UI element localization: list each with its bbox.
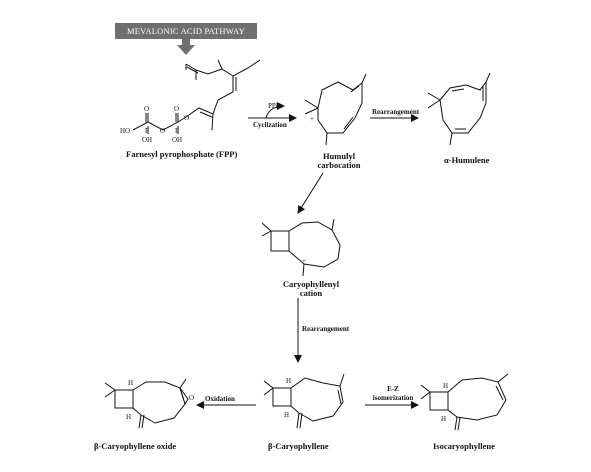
cation-plus: + [302, 257, 306, 265]
caryophyllene-oxide-label: β-Caryophyllene oxide [94, 441, 177, 451]
atom-h-2: H [284, 411, 289, 419]
atom-oh-2: OH [172, 136, 182, 144]
fpp-structure [132, 59, 261, 134]
banner-arrow-icon [177, 39, 195, 55]
humulyl-carbocation-structure [304, 73, 367, 146]
atom-p-1: P [145, 127, 149, 135]
atom-o-bridge: O [160, 127, 165, 135]
atom-h-1: H [286, 377, 291, 385]
rearrangement-top-label: Rearrangement [372, 108, 420, 116]
beta-caryophyllene-structure [263, 373, 345, 429]
atom-oh-1: OH [142, 136, 152, 144]
alpha-humulene-structure [427, 72, 491, 146]
ppi-label: PPi [268, 102, 278, 110]
atom-o-epoxide: O [189, 394, 194, 402]
cyclization-to-caryophyllenyl-arrow [297, 172, 324, 214]
caryophyllenyl-label-line1: Caryophyllenyl [282, 279, 340, 289]
atom-h-6: H [441, 415, 446, 423]
isocaryophyllene-structure [420, 373, 509, 431]
atom-o-top-2: O [174, 105, 179, 113]
caryophyllene-oxide-structure [104, 378, 189, 429]
ez-label-line2: isomerization [372, 394, 414, 402]
cyclization-label: Cyclization [253, 121, 287, 129]
mevalonic-pathway-banner: MEVALONIC ACID PATHWAY [115, 23, 257, 39]
alpha-humulene-label: α-Humulene [444, 155, 490, 165]
atom-p-2: P [175, 127, 179, 135]
atom-h-5: H [443, 382, 448, 390]
humulyl-label-line1: Humulyl [322, 151, 356, 161]
atom-o-top-1: O [144, 105, 149, 113]
ppi-release-arrow [265, 102, 285, 119]
atom-h-4: H [126, 413, 131, 421]
beta-caryophyllene-label: β-Caryophyllene [268, 441, 329, 451]
oxidation-label: Oxidation [205, 395, 235, 403]
ez-label-line1: E-Z [387, 385, 399, 393]
rearrangement-mid-label: Rearrangement [302, 325, 350, 333]
isocaryophyllene-label: Isocaryophyllene [433, 441, 495, 451]
fpp-label: Farnesyl pyrophosphate (FPP) [126, 149, 238, 159]
caryophyllenyl-cation-structure [261, 218, 341, 277]
atom-h-3: H [128, 379, 133, 387]
carbocation-plus: + [310, 115, 314, 123]
humulyl-label-line2: carbocation [317, 160, 361, 170]
atom-o-link: O [184, 114, 189, 122]
caryophyllenyl-label-line2: cation [299, 288, 323, 298]
atom-ho-1: HO [120, 127, 130, 135]
